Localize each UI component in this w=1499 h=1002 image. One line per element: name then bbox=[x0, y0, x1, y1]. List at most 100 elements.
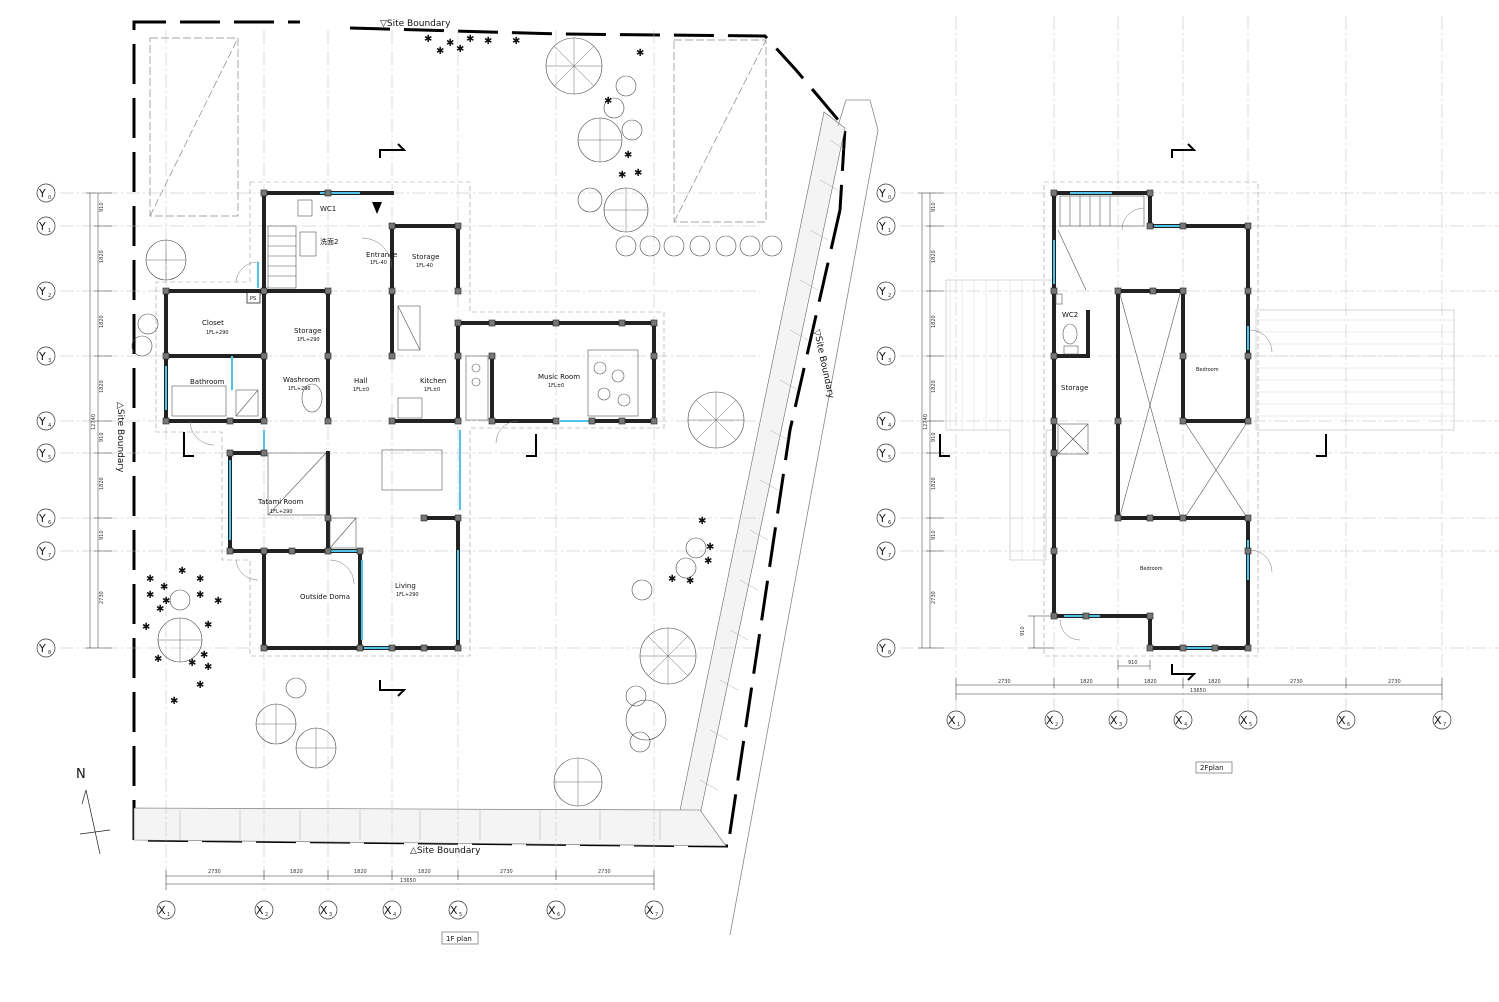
fixtures-2f bbox=[1055, 195, 1247, 517]
y-axis-bubbles-2f bbox=[876, 183, 896, 658]
svg-text:✱: ✱ bbox=[188, 658, 196, 669]
room-washroom-level: 1FL+290 bbox=[288, 386, 311, 392]
room-wc2: WC2 bbox=[1062, 311, 1078, 319]
axis-y4: Y bbox=[38, 415, 46, 428]
axis-x7-sub: 7 bbox=[655, 912, 658, 918]
axis-y6-sub: 6 bbox=[48, 520, 51, 526]
y-axis-labels-2f: Y 0 Y 1 Y 2 Y 3 Y 4 Y 5 Y 6 Y 7 Y 8 bbox=[878, 187, 891, 656]
dim-x4: 1820 bbox=[418, 869, 431, 875]
room-labels-1f: WC1 洗面2 Entrance 1FL-40 Storage 1FL-40 P… bbox=[190, 205, 580, 601]
svg-text:✱: ✱ bbox=[456, 44, 464, 55]
dim-x2: 1820 bbox=[290, 869, 303, 875]
dim2-y-total: 12740 bbox=[923, 414, 929, 430]
room-bedroom-a: Bedroom bbox=[1196, 367, 1219, 373]
svg-text:✱: ✱ bbox=[156, 604, 164, 615]
plan-caption-box-2f bbox=[1195, 761, 1233, 774]
axis-x2-sub: 2 bbox=[265, 912, 268, 918]
room-entrance-level: 1FL-40 bbox=[370, 260, 387, 266]
svg-text:✱: ✱ bbox=[618, 170, 626, 181]
north-arrow-icon bbox=[79, 789, 111, 855]
door-swings-2f bbox=[1059, 207, 1273, 641]
room-storage-b-level: 1FL+290 bbox=[297, 337, 320, 343]
svg-text:✱: ✱ bbox=[178, 566, 186, 577]
x-axis-bubbles-1f bbox=[156, 900, 664, 920]
shrubs-1f: ✱✱✱ ✱✱✱ ✱✱✱ ✱✱✱ ✱✱✱ ✱✱ ✱✱✱ ✱✱✱ ✱✱✱ ✱✱✱ ✱… bbox=[142, 34, 714, 707]
dim-y7: 910 bbox=[99, 530, 105, 540]
walls-2f bbox=[1052, 191, 1250, 650]
axis-y5: Y bbox=[38, 447, 46, 460]
svg-text:✱: ✱ bbox=[204, 662, 212, 673]
axis2-y5: Y bbox=[878, 447, 886, 460]
axis2-y3: Y bbox=[878, 350, 886, 363]
axis-x6-sub: 6 bbox=[557, 912, 560, 918]
room-hall-level: 1FL±0 bbox=[353, 387, 369, 393]
axis-y2-sub: 2 bbox=[48, 293, 51, 299]
site-boundary-label-right: ▽Site Boundary bbox=[811, 329, 836, 401]
axis2-x7-sub: 7 bbox=[1443, 722, 1446, 728]
svg-text:✱: ✱ bbox=[706, 542, 714, 553]
axis2-y2: Y bbox=[878, 285, 886, 298]
axis-x7: X bbox=[646, 904, 654, 917]
axis2-x3-sub: 3 bbox=[1119, 722, 1122, 728]
room-washbasin: 洗面2 bbox=[320, 237, 338, 246]
svg-text:✱: ✱ bbox=[446, 38, 454, 49]
dim2-x4: 1820 bbox=[1208, 679, 1221, 685]
axis2-y4-sub: 4 bbox=[888, 423, 891, 429]
roof-hatch-2f bbox=[949, 280, 1454, 560]
svg-text:✱: ✱ bbox=[214, 596, 222, 607]
eaves-outline bbox=[155, 181, 665, 657]
plan-caption-2f: 2Fplan bbox=[1200, 764, 1224, 772]
room-kitchen: Kitchen bbox=[420, 377, 446, 385]
y-axis-labels-1f: Y 0 Y 1 Y 2 Y 3 Y 4 Y 5 Y 6 Y 7 Y 8 bbox=[38, 187, 51, 656]
site-boundary-label-bottom: △Site Boundary bbox=[410, 846, 481, 856]
room-music: Music Room bbox=[538, 373, 580, 381]
dim2-x1: 2730 bbox=[998, 679, 1011, 685]
dim-x-total: 13650 bbox=[400, 878, 416, 884]
axis2-y0-sub: 0 bbox=[888, 195, 891, 201]
axis2-x4: X bbox=[1175, 714, 1183, 727]
brick-hatch bbox=[179, 139, 846, 840]
axis-x5-sub: 5 bbox=[459, 912, 462, 918]
plan-1f: ✱✱✱ ✱✱✱ ✱✱✱ ✱✱✱ ✱✱✱ ✱✱ ✱✱✱ ✱✱✱ ✱✱✱ ✱✱✱ ✱… bbox=[36, 19, 879, 945]
dimension-lines-2f bbox=[918, 192, 1443, 700]
axis-x4-sub: 4 bbox=[393, 912, 396, 918]
svg-text:✱: ✱ bbox=[624, 150, 632, 161]
room-kitchen-level: 1FL±0 bbox=[424, 387, 440, 393]
room-hall: Hall bbox=[354, 377, 367, 385]
dim-x3: 1820 bbox=[354, 869, 367, 875]
grid-lines-1f bbox=[60, 30, 760, 890]
site-boundary-label-left: △Site Boundary bbox=[115, 402, 125, 473]
room-storage-b: Storage bbox=[294, 327, 321, 335]
svg-text:✱: ✱ bbox=[196, 574, 204, 585]
dim2-x5: 2730 bbox=[1290, 679, 1303, 685]
svg-text:✱: ✱ bbox=[204, 620, 212, 631]
dim-y4: 1820 bbox=[99, 380, 105, 393]
axis-x3: X bbox=[320, 904, 328, 917]
room-storage-a: Storage bbox=[412, 253, 439, 261]
x-axis-labels-1f: X 1 X 2 X 3 X 4 X 5 X 6 X 7 bbox=[158, 904, 658, 918]
svg-text:✱: ✱ bbox=[196, 590, 204, 601]
axis-x1-sub: 1 bbox=[167, 912, 170, 918]
svg-text:✱: ✱ bbox=[154, 654, 162, 665]
dim2-y5: 910 bbox=[931, 432, 937, 442]
axis2-y2-sub: 2 bbox=[888, 293, 891, 299]
axis-y3: Y bbox=[38, 350, 46, 363]
svg-text:✱: ✱ bbox=[146, 574, 154, 585]
axis-y7-sub: 7 bbox=[48, 553, 51, 559]
room-storage-a-level: 1FL-40 bbox=[416, 263, 433, 269]
room-labels-2f: WC2 Storage Bedroom Bedroom bbox=[1061, 311, 1219, 572]
dim2-small-h: 910 bbox=[1128, 660, 1138, 666]
svg-text:✱: ✱ bbox=[170, 696, 178, 707]
axis-y6: Y bbox=[38, 512, 46, 525]
room-bedroom-b: Bedroom bbox=[1140, 566, 1163, 572]
dim2-x6: 2730 bbox=[1388, 679, 1401, 685]
room-living: Living bbox=[395, 582, 416, 590]
room-ps: PS bbox=[250, 296, 256, 302]
svg-text:✱: ✱ bbox=[634, 168, 642, 179]
x-dimension-labels-2f: 2730 1820 1820 1820 2730 2730 13650 910 … bbox=[998, 626, 1401, 694]
dim2-y2: 1820 bbox=[931, 250, 937, 263]
plan-caption-1f: 1F plan bbox=[446, 935, 472, 943]
site-boundary-line bbox=[132, 20, 847, 848]
entrance-arrow-icon bbox=[372, 202, 382, 214]
dim-y-total: 12740 bbox=[91, 414, 97, 430]
